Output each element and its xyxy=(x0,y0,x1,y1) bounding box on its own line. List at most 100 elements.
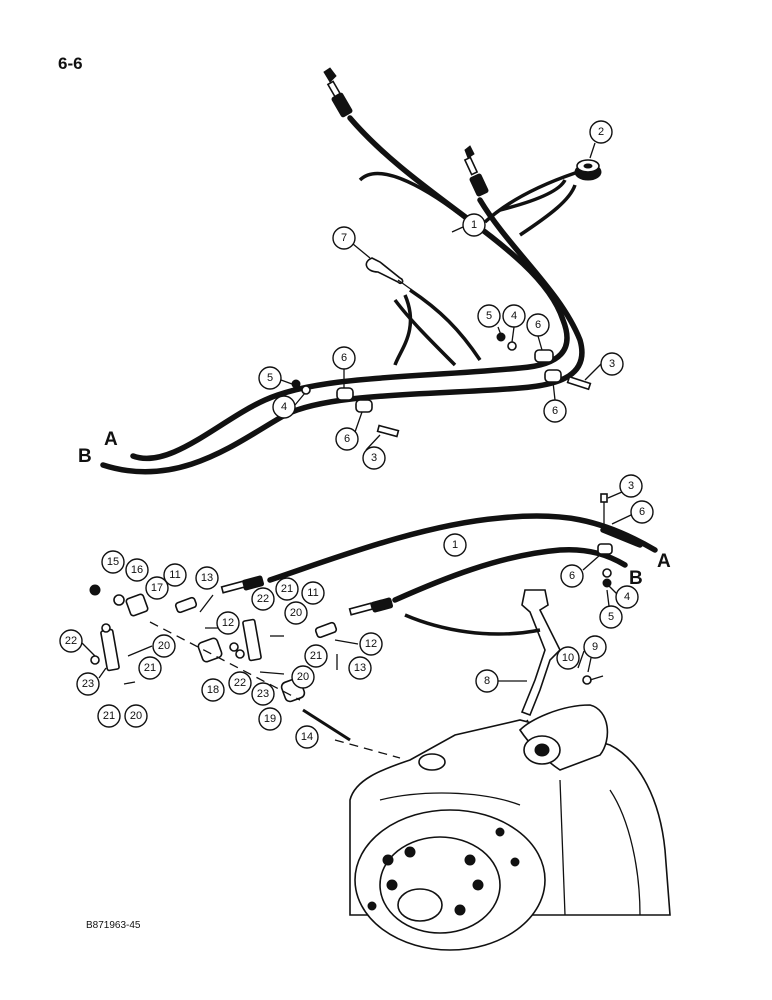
callout-leaders xyxy=(81,142,632,682)
svg-text:6: 6 xyxy=(569,570,575,582)
callout-17: 17 xyxy=(145,576,169,600)
callout-2: 2 xyxy=(589,120,613,144)
callout-22-a: 22 xyxy=(251,587,275,611)
grommet xyxy=(574,159,602,181)
callout-4-b: 4 xyxy=(272,395,296,419)
svg-text:23: 23 xyxy=(82,678,94,690)
svg-text:12: 12 xyxy=(222,617,234,629)
svg-text:5: 5 xyxy=(486,310,492,322)
svg-text:21: 21 xyxy=(281,583,293,595)
callout-4-a: 4 xyxy=(502,304,526,328)
end-label-b-upper: B xyxy=(78,446,92,467)
callout-20-b: 20 xyxy=(152,634,176,658)
svg-text:21: 21 xyxy=(144,662,156,674)
svg-text:6: 6 xyxy=(535,319,541,331)
svg-text:18: 18 xyxy=(207,684,219,696)
end-label-a-upper: A xyxy=(104,429,118,450)
figure-id: B871963-45 xyxy=(86,920,141,931)
svg-text:1: 1 xyxy=(452,539,458,551)
svg-text:3: 3 xyxy=(628,480,634,492)
svg-text:11: 11 xyxy=(307,587,318,599)
callout-1-lower: 1 xyxy=(443,533,467,557)
svg-text:4: 4 xyxy=(281,401,287,413)
callout-5-b: 5 xyxy=(258,366,282,390)
svg-text:21: 21 xyxy=(310,650,322,662)
svg-text:4: 4 xyxy=(624,591,630,603)
svg-text:22: 22 xyxy=(65,635,77,647)
svg-text:5: 5 xyxy=(267,372,273,384)
callout-6-b: 6 xyxy=(543,399,567,423)
callout-6-e: 6 xyxy=(630,500,654,524)
svg-text:12: 12 xyxy=(365,638,377,650)
callout-21-b: 21 xyxy=(138,656,162,680)
svg-text:9: 9 xyxy=(592,641,598,653)
callout-15: 15 xyxy=(101,550,125,574)
upper-clamps xyxy=(291,332,592,438)
callout-19: 19 xyxy=(258,707,282,731)
callout-21-d: 21 xyxy=(97,704,121,728)
svg-text:1: 1 xyxy=(471,219,477,231)
callout-8: 8 xyxy=(475,669,499,693)
svg-text:21: 21 xyxy=(103,710,115,722)
callout-9: 9 xyxy=(583,635,607,659)
svg-text:11: 11 xyxy=(169,569,180,581)
callout-11-b: 11 xyxy=(301,581,325,605)
callout-1-upper: 1 xyxy=(462,213,486,237)
callout-23-a: 23 xyxy=(76,672,100,696)
callout-14: 14 xyxy=(295,725,319,749)
svg-text:17: 17 xyxy=(151,582,163,594)
callouts: 2 1 7 5 4 6 3 6 6 5 4 6 3 3 6 1 6 4 5 15… xyxy=(59,120,654,749)
svg-text:5: 5 xyxy=(608,611,614,623)
callout-11-a: 11 xyxy=(163,563,187,587)
svg-text:4: 4 xyxy=(511,310,517,322)
svg-text:20: 20 xyxy=(158,640,170,652)
svg-text:13: 13 xyxy=(354,662,366,674)
callout-20-c: 20 xyxy=(291,665,315,689)
lower-cable-assembly xyxy=(220,493,658,616)
svg-text:20: 20 xyxy=(290,607,302,619)
upper-cable-assembly xyxy=(100,67,585,475)
callout-6-a: 6 xyxy=(526,313,550,337)
svg-text:3: 3 xyxy=(371,452,377,464)
callout-21-c: 21 xyxy=(304,644,328,668)
page-number: 6-6 xyxy=(58,54,83,73)
upper-leaders xyxy=(352,170,579,367)
callout-13-a: 13 xyxy=(195,566,219,590)
svg-text:20: 20 xyxy=(130,710,142,722)
transmission-housing xyxy=(349,704,671,951)
svg-text:3: 3 xyxy=(609,358,615,370)
callout-3-a: 3 xyxy=(600,352,624,376)
svg-text:19: 19 xyxy=(264,713,276,725)
callout-20-d: 20 xyxy=(124,704,148,728)
callout-6-c: 6 xyxy=(332,346,356,370)
callout-10: 10 xyxy=(556,646,580,670)
svg-text:16: 16 xyxy=(131,564,143,576)
callout-12-b: 12 xyxy=(359,632,383,656)
svg-text:13: 13 xyxy=(201,572,213,584)
svg-text:15: 15 xyxy=(107,556,119,568)
callout-22-c: 22 xyxy=(228,671,252,695)
svg-text:7: 7 xyxy=(341,232,347,244)
callout-3-c: 3 xyxy=(619,474,643,498)
callout-22-b: 22 xyxy=(59,629,83,653)
callout-18: 18 xyxy=(201,678,225,702)
callout-12-a: 12 xyxy=(216,611,240,635)
svg-text:2: 2 xyxy=(598,126,604,138)
svg-text:23: 23 xyxy=(257,688,269,700)
callout-20-a: 20 xyxy=(284,601,308,625)
callout-13-b: 13 xyxy=(348,656,372,680)
callout-5-c: 5 xyxy=(599,605,623,629)
tie-strap xyxy=(365,257,413,291)
callout-21-a: 21 xyxy=(275,577,299,601)
linkage-parts xyxy=(89,584,604,759)
svg-text:20: 20 xyxy=(297,671,309,683)
svg-text:14: 14 xyxy=(301,731,313,743)
svg-text:8: 8 xyxy=(484,675,490,687)
end-label-b-lower: B xyxy=(629,568,643,589)
svg-text:6: 6 xyxy=(341,352,347,364)
callout-3-b: 3 xyxy=(362,446,386,470)
svg-text:22: 22 xyxy=(234,677,246,689)
callout-6-f: 6 xyxy=(560,564,584,588)
svg-text:6: 6 xyxy=(344,433,350,445)
